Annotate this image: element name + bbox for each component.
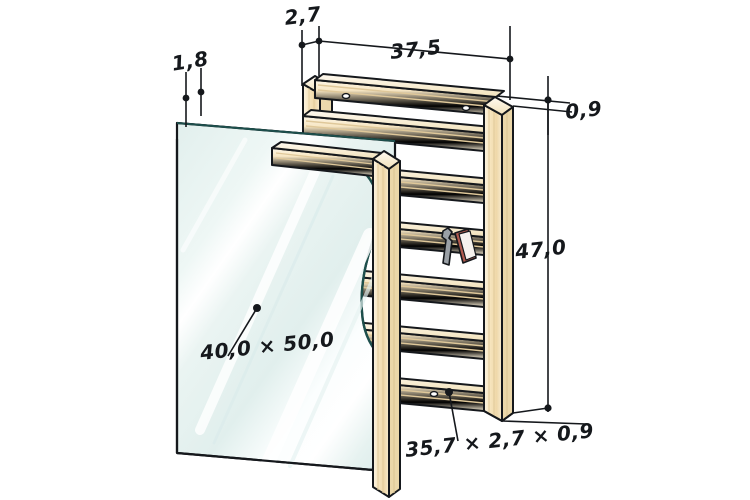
frame-right-stile [483, 96, 514, 423]
glass-highlights [180, 137, 378, 470]
dimension-37-5 [318, 26, 514, 100]
dimension-label-frame-depth: 0,9 [564, 96, 604, 124]
dimension-47-0 [501, 100, 587, 425]
leader-mirror-size [227, 304, 261, 357]
dimension-lines [182, 26, 587, 442]
leader-slat-size [445, 388, 459, 442]
dimension-1-8 [182, 68, 205, 127]
front-stile-assembly [271, 141, 401, 498]
dimension-label-stile-width: 2,7 [283, 1, 323, 30]
mirror-glass-panel [175, 121, 397, 474]
dimension-2-7 [298, 26, 323, 86]
keyhole-hanger-icon [441, 227, 477, 266]
frame-slat-top [314, 73, 505, 116]
